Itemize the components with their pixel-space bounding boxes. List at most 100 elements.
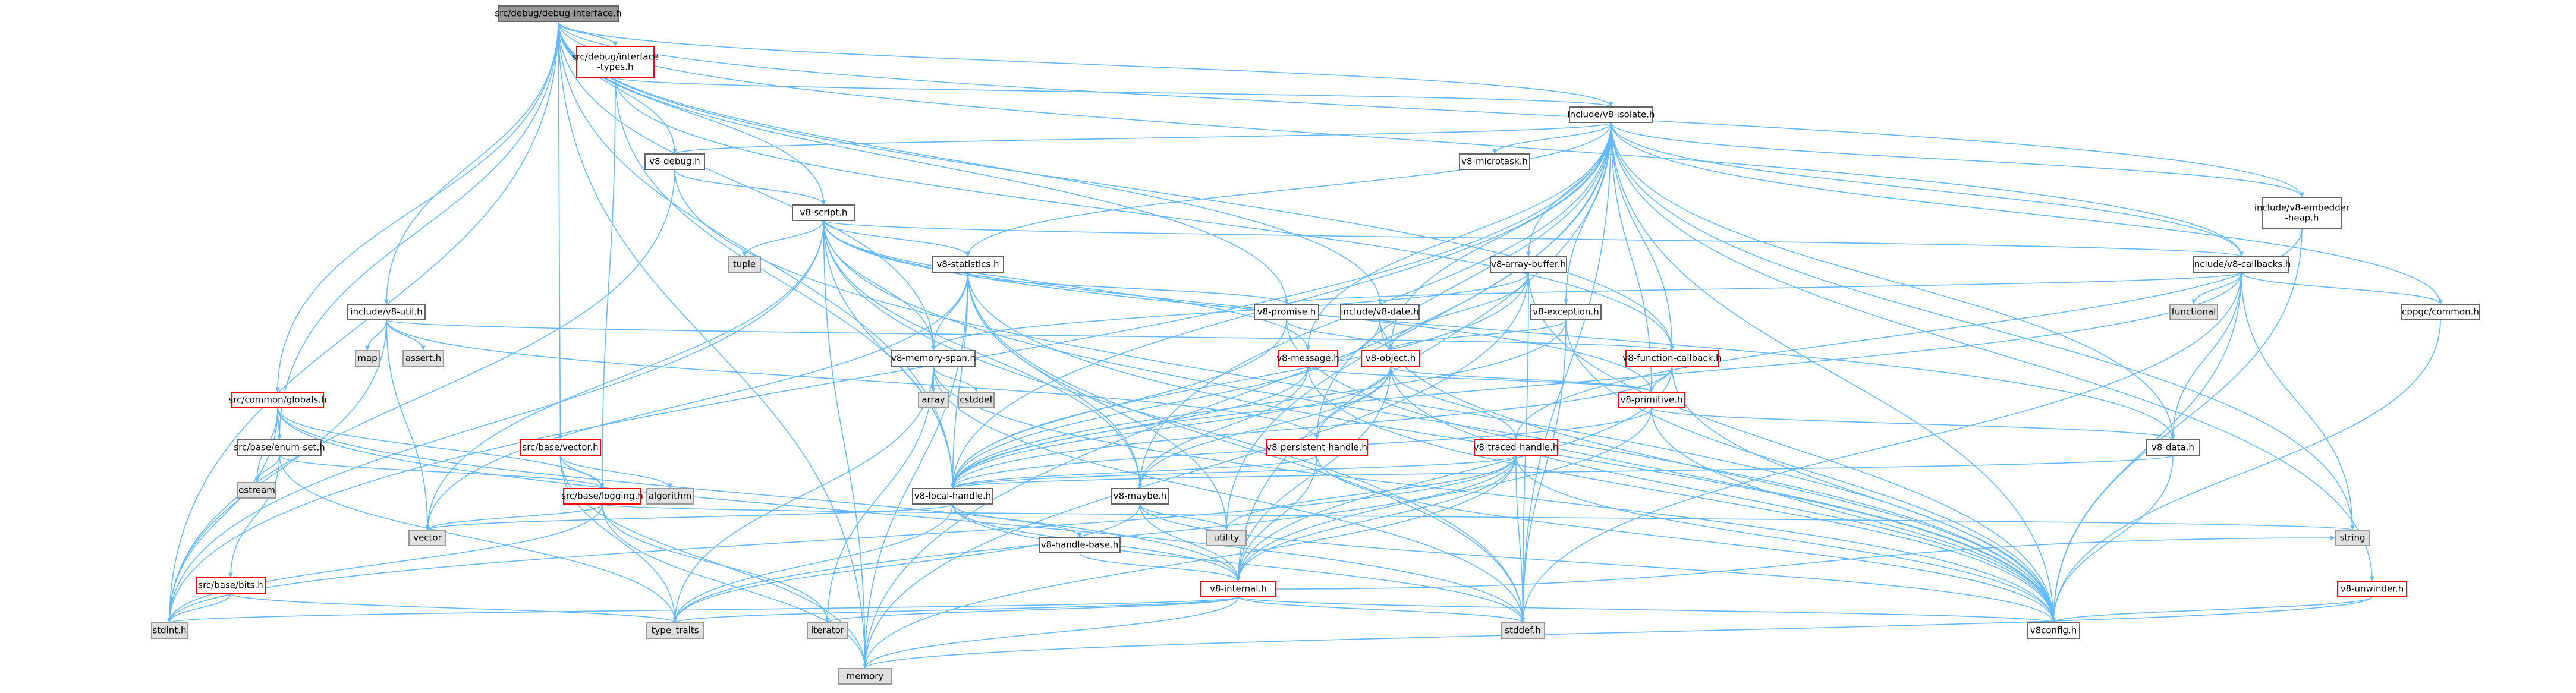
node-utility[interactable]: utility [1206,530,1247,546]
edge-debug_interface-to-function_callback [558,21,1675,351]
edge-traced_handle-to-memory [863,455,1517,669]
edge-script-to-tuple [742,220,825,257]
node-vector-h[interactable]: src/base/vector.h [520,439,601,456]
node-box [520,439,601,456]
node-globals[interactable]: src/common/globals.h [228,392,327,408]
node-label: include/v8-embedder-heap.h [2254,202,2350,223]
node-memory-span[interactable]: v8-memory-span.h [891,350,976,367]
node-box [2337,581,2407,597]
node-string[interactable]: string [2335,530,2370,546]
edge-internal-to-iterator [825,596,1239,623]
node-tuple[interactable]: tuple [728,256,761,273]
node-statistics[interactable]: v8-statistics.h [932,256,1004,273]
node-algorithm[interactable]: algorithm [646,488,694,505]
node-embedder-heap[interactable]: include/v8-embedder-heap.h [2254,197,2350,229]
node-box [1625,350,1719,367]
node-label: memory [847,671,884,682]
edge-script-to-data [823,220,2175,440]
node-array[interactable]: array [918,392,949,408]
edge-local_handle-to-type_traits [672,503,954,623]
node-iterator[interactable]: iterator [807,622,848,639]
node-map[interactable]: map [355,350,380,367]
edge-isolate-to-microtask [1492,122,1612,155]
edge-isolate-to-message [1306,122,1612,351]
node-label: vector [413,533,442,543]
edge-isolate-to-debug [672,122,1612,155]
node-box [1501,622,1545,639]
node-box [2169,304,2218,320]
node-bits[interactable]: src/base/bits.h [196,577,266,594]
node-message[interactable]: v8-message.h [1276,350,1339,367]
edge-callbacks-to-functional [2191,272,2242,305]
edge-traced_handle-to-stddef [1515,455,1526,623]
node-logging[interactable]: src/base/logging.h [561,488,643,505]
node-stddef[interactable]: stddef.h [1501,622,1545,639]
node-script[interactable]: v8-script.h [792,204,855,221]
node-primitive[interactable]: v8-primitive.h [1618,392,1685,408]
node-debug-interface[interactable]: src/debug/debug-interface.h [495,5,622,22]
node-interface-types[interactable]: src/debug/interface-types.h [572,46,659,78]
node-box [2193,256,2289,273]
node-maybe[interactable]: v8-maybe.h [1111,488,1169,505]
node-unwinder[interactable]: v8-unwinder.h [2337,581,2407,597]
node-assert[interactable]: assert.h [402,350,444,367]
node-function-callback[interactable]: v8-function-callback.h [1622,350,1722,367]
edge-debug_interface-to-local_handle [558,21,955,489]
edge-debug_interface-to-enum_set [277,21,559,440]
edge-callbacks-to-cppgc_common [2241,272,2443,305]
node-v8util[interactable]: include/v8-util.h [347,304,426,320]
node-persistent-handle[interactable]: v8-persistent-handle.h [1266,439,1368,456]
node-handle-base[interactable]: v8-handle-base.h [1039,537,1121,553]
node-vector[interactable]: vector [408,530,446,546]
edge-internal-to-stdint [167,596,1239,623]
node-debug[interactable]: v8-debug.h [644,153,705,170]
edge-object-to-local_handle [950,366,1391,489]
node-stdint[interactable]: stdint.h [151,622,188,639]
node-label: v8-script.h [800,207,848,218]
edge-script-to-v8config [823,220,2056,623]
node-cstddef[interactable]: cstddef [958,392,995,408]
node-date[interactable]: include/v8-date.h [1340,304,1420,320]
node-box [576,46,655,78]
node-label: src/base/vector.h [522,442,598,453]
node-isolate[interactable]: include/v8-isolate.h [1567,106,1655,123]
node-data[interactable]: v8-data.h [2146,439,2200,456]
node-box [1111,488,1169,505]
edge-script-to-maybe [823,220,1143,489]
node-exception[interactable]: v8-exception.h [1530,304,1602,320]
edge-callbacks-to-data [2171,272,2242,440]
node-traced-handle[interactable]: v8-traced-handle.h [1474,439,1559,456]
edge-traced_handle-to-local_handle [950,455,1517,489]
edge-isolate-to-callbacks [1611,122,2244,257]
edge-vector_h-to-type_traits [559,455,678,623]
node-label: src/base/logging.h [561,491,643,502]
node-callbacks[interactable]: include/v8-callbacks.h [2192,256,2291,273]
node-label: src/debug/debug-interface.h [495,8,621,19]
node-v8config[interactable]: v8config.h [2027,622,2080,639]
node-enum-set[interactable]: src/base/enum-set.h [234,439,325,456]
node-memory[interactable]: memory [838,668,892,685]
node-box [563,488,641,505]
edge-date-to-local_handle [950,319,1380,489]
node-label: functional [2172,307,2216,317]
node-type-traits[interactable]: type_traits [646,622,704,639]
node-box [1459,153,1530,170]
node-local-handle[interactable]: v8-local-handle.h [912,488,993,505]
node-cppgc-common[interactable]: cppgc/common.h [2401,304,2480,320]
edge-arraybuffer-to-memory [863,272,1529,669]
node-label: stddef.h [1505,625,1540,636]
edge-enum_set-to-bits [228,455,280,578]
node-arraybuffer[interactable]: v8-array-buffer.h [1490,256,1567,273]
node-promise[interactable]: v8-promise.h [1254,304,1319,320]
node-functional[interactable]: functional [2169,304,2218,320]
node-ostream[interactable]: ostream [237,482,276,499]
edge-logging-to-vector [425,503,603,531]
node-microtask[interactable]: v8-microtask.h [1459,153,1530,170]
node-object[interactable]: v8-object.h [1361,350,1420,367]
edge-function_callback-to-local_handle [950,366,1673,489]
edge-isolate-to-function_callback [1611,122,1675,351]
node-box [1266,439,1368,456]
node-internal[interactable]: v8-internal.h [1200,581,1276,597]
node-box [355,350,380,367]
edge-statistics-to-vector [425,272,968,531]
